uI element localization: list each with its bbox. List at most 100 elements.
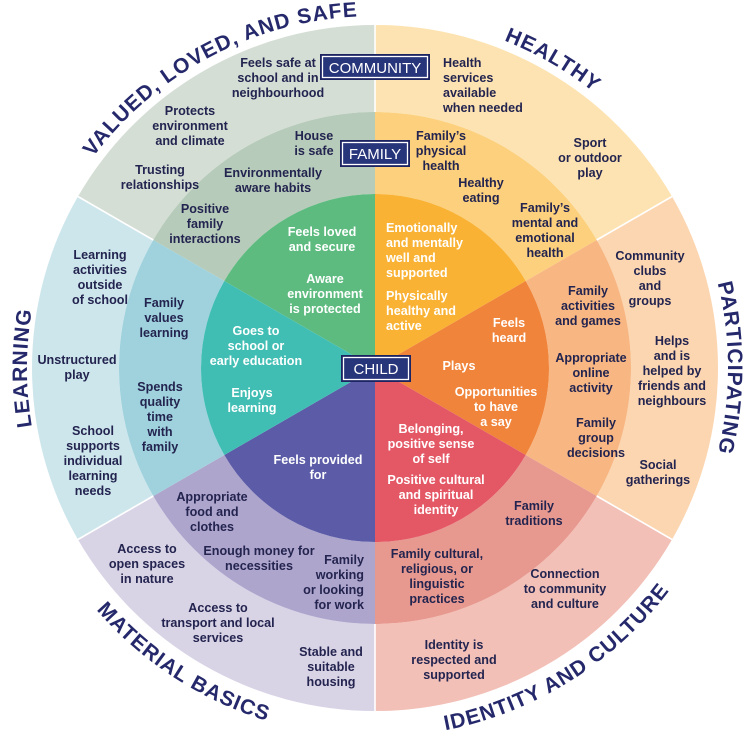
- text-line: Stable and: [299, 645, 363, 659]
- text-line: school or: [228, 339, 285, 353]
- text-line: well and: [385, 251, 436, 265]
- text-line: neighbourhood: [232, 86, 324, 100]
- text-line: aware habits: [235, 181, 311, 195]
- level-label-family: FAMILY: [340, 140, 410, 167]
- text-line: Enough money for: [203, 544, 314, 558]
- level-label-child: CHILD: [341, 355, 411, 382]
- text-line: time: [147, 410, 173, 424]
- text-line: emotional: [515, 231, 574, 245]
- text-line: practices: [409, 592, 464, 606]
- sector-divider-line: [77, 195, 154, 241]
- sector-identity-outer-ring: [375, 496, 673, 712]
- text-line: when needed: [442, 101, 523, 115]
- text-line: or outdoor: [558, 151, 622, 165]
- text-line: health: [526, 246, 563, 260]
- text-line: and secure: [289, 240, 356, 254]
- text-line: of self: [412, 452, 450, 466]
- sector-learning-outer-ring: [32, 196, 154, 540]
- text-line: needs: [75, 484, 111, 498]
- text-line: Belonging,: [398, 422, 463, 436]
- text-line: activity: [569, 381, 612, 395]
- text-line: services: [193, 631, 243, 645]
- sector-divider-line: [596, 495, 673, 541]
- text-line: interactions: [169, 232, 240, 246]
- text-line: Positive cultural: [387, 473, 484, 487]
- text-line: Identity is: [425, 638, 484, 652]
- text-line: Goes to: [233, 324, 280, 338]
- text-line: healthy and: [386, 304, 456, 318]
- text-line: groups: [629, 294, 672, 308]
- text-line: House: [295, 129, 334, 143]
- text-line: Social: [639, 458, 676, 472]
- text-line: Connection: [530, 567, 599, 581]
- text-line: Plays: [443, 359, 476, 373]
- text-line: environment: [152, 119, 228, 133]
- text-line: and spiritual: [399, 488, 474, 502]
- text-line: Feels safe at: [240, 56, 316, 70]
- text-line: Positive: [181, 202, 229, 216]
- text-line: is safe: [294, 144, 333, 158]
- sector-participating-family-ring: [525, 240, 631, 496]
- text-line: linguistic: [409, 577, 464, 591]
- text-line: physical: [416, 144, 466, 158]
- text-line: family: [187, 217, 223, 231]
- text-line: Community: [615, 249, 684, 263]
- text-line: Opportunities: [455, 385, 538, 399]
- text-line: supported: [423, 668, 485, 682]
- text-line: Access to: [188, 601, 248, 615]
- text-line: positive sense: [388, 437, 475, 451]
- text-line: Spends: [137, 380, 183, 394]
- text-line: open spaces: [109, 557, 185, 571]
- text-line: and mentally: [386, 236, 463, 250]
- text-line: Environmentally: [224, 166, 322, 180]
- text-line: in nature: [120, 572, 173, 586]
- text-line: suitable: [307, 660, 355, 674]
- sector-healthy-outer-ring: [375, 25, 673, 240]
- text-line: Appropriate: [176, 490, 247, 504]
- text-line: to have: [474, 400, 518, 414]
- text-line: to community: [524, 582, 607, 596]
- sector-learning-child-ring: [201, 281, 375, 455]
- text-line: health: [422, 159, 459, 173]
- text-line: traditions: [505, 514, 562, 528]
- text-line: learning: [228, 401, 277, 415]
- text-line: clothes: [190, 520, 234, 534]
- text-line: Appropriate: [555, 351, 626, 365]
- text-line: School: [72, 424, 114, 438]
- sector-material-outer-ring: [77, 496, 376, 711]
- text-line: Trusting: [135, 163, 185, 177]
- text-line: clubs: [634, 264, 667, 278]
- text-line: Family: [514, 499, 554, 513]
- text-line: working: [315, 568, 364, 582]
- text-line: heard: [492, 331, 526, 345]
- text-line: learning: [140, 326, 189, 340]
- item-plays: Plays: [443, 359, 476, 373]
- wheel-sectors: [32, 25, 718, 712]
- sector-valued-child-ring: [224, 194, 375, 368]
- text-line: or looking: [303, 583, 364, 597]
- text-line: and: [639, 279, 661, 293]
- category-title-learning: LEARNING: [9, 307, 37, 429]
